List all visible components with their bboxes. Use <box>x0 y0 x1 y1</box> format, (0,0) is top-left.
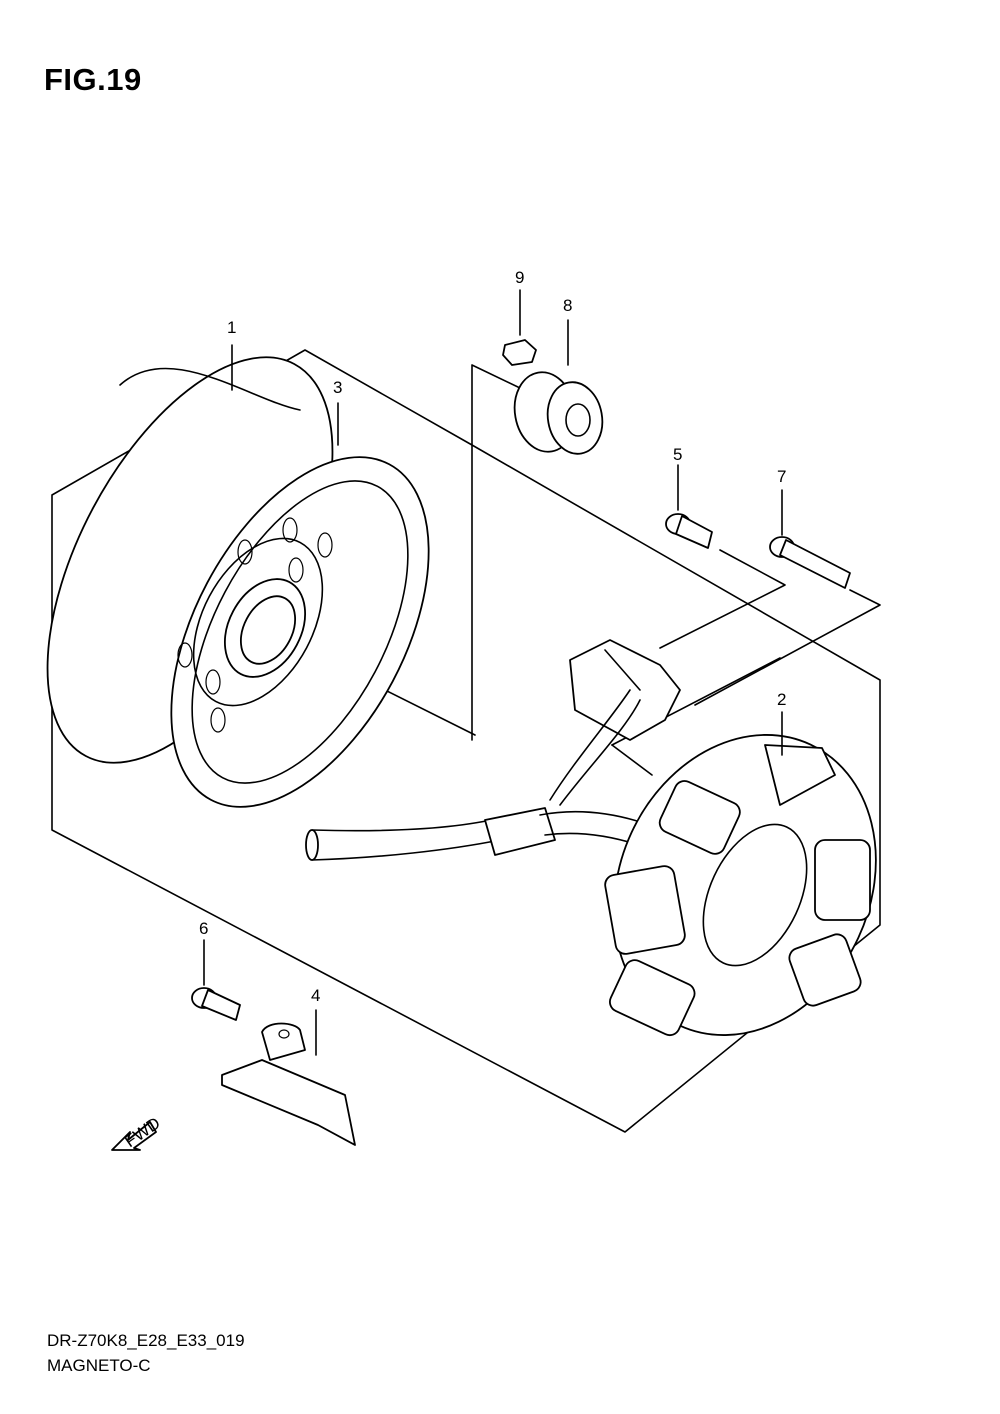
callout-4: 4 <box>311 986 320 1005</box>
pickup-coil-part <box>569 639 681 741</box>
figure-code: DR-Z70K8_E28_E33_019 <box>47 1331 245 1350</box>
clamp-part <box>221 1022 356 1146</box>
callout-1: 1 <box>227 318 236 337</box>
callout-5: 5 <box>673 445 682 464</box>
assembly-frame <box>51 349 881 1133</box>
key-part <box>502 339 537 366</box>
callout-3: 3 <box>333 378 342 397</box>
figure-name: MAGNETO-C <box>47 1356 151 1375</box>
forward-direction-arrow: FWD <box>111 1113 164 1151</box>
screw-7-part <box>769 536 851 589</box>
screw-5-part <box>665 513 713 549</box>
screw-6-part <box>191 987 241 1021</box>
collar-part <box>513 371 604 455</box>
leader-lines <box>203 289 783 1056</box>
rotor-assembly <box>46 356 430 808</box>
callout-6: 6 <box>199 919 208 938</box>
figure-title: FIG.19 <box>44 62 142 97</box>
callout-8: 8 <box>563 296 572 315</box>
stator-part <box>604 734 877 1037</box>
rotor-subframe <box>471 364 521 741</box>
callout-2: 2 <box>777 690 786 709</box>
callout-7: 7 <box>777 467 786 486</box>
fwd-label: FWD <box>121 1113 164 1151</box>
stator-subframe <box>611 549 881 776</box>
callout-9: 9 <box>515 268 524 287</box>
